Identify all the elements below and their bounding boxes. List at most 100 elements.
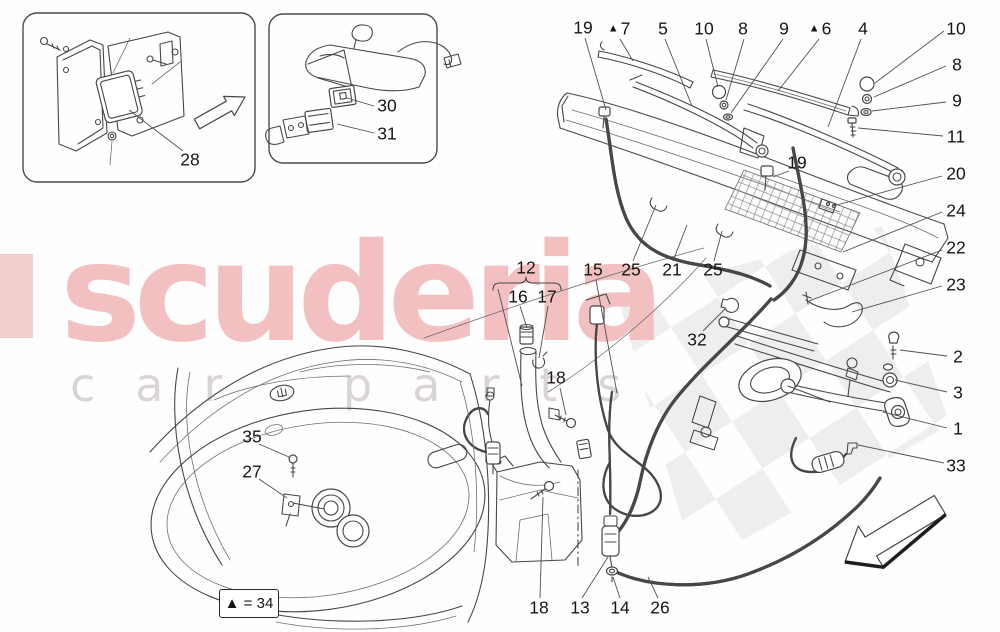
leader-line-9-left	[731, 39, 783, 113]
trident-badge	[269, 383, 296, 403]
callout-30[interactable]: 30	[377, 95, 397, 116]
triangle-marker-icon: ▲	[607, 22, 619, 35]
connector-33-icon	[810, 450, 845, 474]
callout-31[interactable]: 31	[377, 123, 397, 144]
grommet-14-icon	[607, 567, 618, 575]
leader-line-35	[259, 444, 289, 457]
direction-arrow-sw-icon	[845, 496, 946, 568]
callout-24[interactable]: 24	[946, 200, 966, 221]
legend-text: ▲ = 34	[224, 595, 274, 612]
leader-line-4	[828, 39, 861, 127]
callout-10-left[interactable]: 10	[694, 18, 714, 39]
hose-clip-25b	[716, 224, 733, 237]
leader-line-13	[582, 557, 608, 598]
callout-20[interactable]: 20	[946, 163, 966, 184]
callout-21[interactable]: 21	[662, 259, 682, 280]
harness-connector-15	[590, 306, 604, 324]
callout-18-tank[interactable]: 18	[529, 597, 549, 618]
callout-25-right[interactable]: 25	[703, 259, 723, 280]
leader-line-8-right	[874, 66, 946, 97]
callout-17[interactable]: 17	[537, 286, 557, 307]
washer-jet	[819, 199, 836, 213]
leader-line-2	[900, 350, 947, 356]
ecu-module-drawing	[41, 32, 246, 165]
leader-line-22	[809, 250, 942, 301]
callout-19-mid[interactable]: 19	[787, 152, 807, 173]
leader-line-24	[843, 212, 942, 252]
callout-11[interactable]: 11	[946, 126, 966, 147]
leader-line-25-right	[714, 231, 722, 261]
callout-35[interactable]: 35	[242, 426, 262, 447]
inset-box-ecu	[23, 13, 255, 182]
callout-2[interactable]: 2	[953, 346, 963, 367]
callout-18-neck[interactable]: 18	[546, 367, 566, 388]
mirror-sensor-drawing	[266, 25, 461, 144]
callout-8-right[interactable]: 8	[952, 54, 962, 75]
callout-12-brace	[493, 277, 561, 290]
leader-line-17	[539, 306, 548, 358]
callout-19-top[interactable]: 19	[573, 17, 593, 38]
hose-clip-25a	[650, 198, 667, 211]
callout-9-right[interactable]: 9	[952, 90, 962, 111]
hood-context-line	[424, 248, 704, 338]
callout-7[interactable]: ▲7	[607, 18, 631, 39]
callout-14[interactable]: 14	[610, 597, 630, 618]
callout-26[interactable]: 26	[650, 597, 670, 618]
callout-3[interactable]: 3	[953, 382, 963, 403]
cap-32-icon	[721, 298, 738, 312]
watermark-title: scuderia	[60, 215, 664, 373]
leader-line-23	[852, 286, 942, 312]
callout-5[interactable]: 5	[658, 18, 668, 39]
callout-1[interactable]: 1	[953, 418, 963, 439]
callout-27[interactable]: 27	[242, 461, 262, 482]
wiper-linkage-drawing	[690, 298, 909, 474]
callout-25-left[interactable]: 25	[621, 259, 641, 280]
leader-line-1	[883, 412, 947, 428]
leader-line-30	[347, 98, 374, 106]
leader-line-33	[858, 445, 944, 463]
callout-23[interactable]: 23	[946, 274, 966, 295]
callout-32[interactable]: 32	[687, 329, 707, 350]
callout-10-right[interactable]: 10	[946, 18, 966, 39]
leader-lines	[129, 31, 947, 598]
hood-context-line-2	[548, 258, 706, 392]
reservoir-drawing	[462, 294, 662, 582]
callout-22[interactable]: 22	[946, 237, 966, 258]
bolt-11-icon	[848, 118, 856, 123]
callout-13[interactable]: 13	[570, 597, 590, 618]
leader-line-10-right	[875, 31, 944, 83]
leader-line-21	[673, 225, 687, 261]
car-fascia-drawing	[138, 346, 499, 632]
leader-line-16	[520, 306, 527, 328]
leader-line-18-neck	[560, 388, 566, 415]
leader-line-8-left	[726, 39, 744, 100]
callout-33[interactable]: 33	[946, 455, 966, 476]
callout-16[interactable]: 16	[508, 286, 528, 307]
bolt-2-icon	[889, 332, 899, 343]
watermark-fragment	[0, 254, 33, 338]
callout-4[interactable]: 4	[858, 18, 868, 39]
direction-arrow-ne-icon	[194, 96, 245, 128]
triangle-marker-icon: ▲	[808, 22, 820, 35]
callout-9-left[interactable]: 9	[779, 18, 789, 39]
leader-line-15	[596, 280, 617, 393]
callout-28[interactable]: 28	[180, 149, 200, 170]
leader-line-32	[703, 308, 726, 331]
fastener-icons	[713, 77, 875, 137]
leader-line-10-left	[706, 39, 718, 87]
leader-line-6	[778, 39, 819, 91]
wiper-blade-arm-drawing	[598, 42, 905, 199]
hose-clip-19a	[599, 107, 610, 116]
leader-line-7	[620, 39, 633, 61]
callout-15[interactable]: 15	[583, 259, 603, 280]
leader-line-27	[259, 479, 287, 498]
callout-8-left[interactable]: 8	[738, 18, 748, 39]
cowl-panel-drawing	[557, 93, 948, 290]
leader-line-28	[129, 110, 183, 151]
callout-6[interactable]: ▲6	[808, 18, 832, 39]
bolt-18b-icon	[545, 482, 554, 491]
leader-line-18-tank	[540, 497, 543, 598]
callout-12[interactable]: 12	[516, 257, 536, 278]
leader-line-25-left	[633, 205, 656, 261]
